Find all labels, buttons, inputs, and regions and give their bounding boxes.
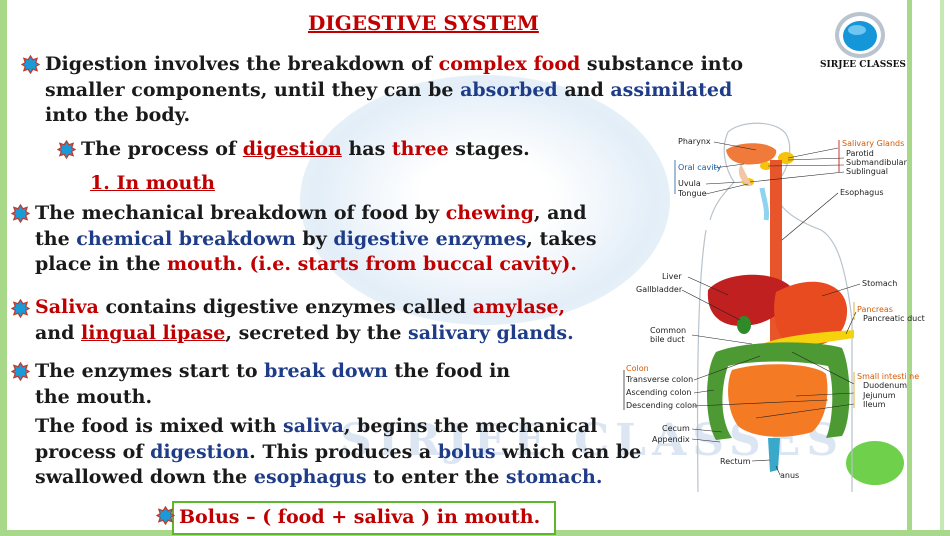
- label-liver: Liver: [662, 272, 682, 281]
- body-outline-left: [696, 229, 707, 492]
- sirjee-logo-icon: [835, 12, 885, 58]
- slide-border-left: [0, 0, 7, 536]
- label-colon: Colon: [626, 364, 649, 373]
- label-jejunum: Jejunum: [862, 391, 896, 400]
- label-ileum: Ileum: [863, 400, 886, 409]
- label-esophagus: Esophagus: [840, 188, 883, 197]
- rectum-organ: [768, 438, 780, 472]
- page-title: DIGESTIVE SYSTEM: [308, 11, 539, 35]
- bolus-definition-box: [172, 501, 556, 535]
- label-common-bile-duct: Common: [650, 326, 686, 335]
- label-pharynx: Pharynx: [678, 137, 711, 146]
- label-rectum: Rectum: [720, 457, 751, 466]
- label-pancreas: Pancreas: [857, 305, 893, 314]
- bullet-icon: [21, 55, 40, 74]
- label-cecum: Cecum: [662, 424, 690, 433]
- liver-organ: [707, 274, 792, 326]
- paragraph-three-stages: The process of digestion has three stage…: [81, 138, 530, 160]
- label-transverse-colon: Transverse colon: [625, 375, 693, 384]
- bolus-definition: Bolus – ( food + saliva ) in mouth.: [179, 506, 541, 528]
- label-stomach: Stomach: [862, 279, 897, 288]
- digestive-system-diagram: Pharynx Oral cavity Uvula Tongue Salivar…: [623, 122, 925, 492]
- tongue-shape: [738, 164, 752, 186]
- bullet-icon: [11, 299, 30, 318]
- gallbladder-organ: [737, 316, 751, 334]
- paragraph-enzymes-break-down: The enzymes start to break down the food…: [35, 360, 511, 408]
- label-parotid: Parotid: [846, 149, 874, 158]
- label-appendix: Appendix: [652, 435, 690, 444]
- colon-organ: [707, 342, 850, 440]
- decorative-green-circle: [846, 441, 904, 485]
- label-pancreatic-duct: Pancreatic duct: [863, 314, 925, 323]
- label-salivary-glands: Salivary Glands: [842, 139, 904, 148]
- label-anus: anus: [780, 471, 799, 480]
- face-outline: [709, 131, 735, 221]
- bullet-icon: [156, 506, 175, 525]
- stage-heading-mouth: 1. In mouth: [90, 172, 215, 194]
- paragraph-saliva-enzymes: Saliva contains digestive enzymes called…: [35, 296, 574, 344]
- paragraph-bolus-formation: The food is mixed with saliva, begins th…: [35, 415, 642, 488]
- slide-border-right-outer: [940, 0, 944, 536]
- label-tongue: Tongue: [677, 189, 707, 198]
- label-ascending-colon: Ascending colon: [626, 388, 692, 397]
- bullet-icon: [11, 204, 30, 223]
- label-common-bile-duct-2: bile duct: [650, 335, 685, 344]
- stomach-organ: [774, 281, 848, 347]
- small-intestine-organ: [728, 364, 828, 437]
- submandibular-gland: [760, 162, 772, 170]
- watermark-logo: [300, 75, 670, 325]
- label-submandibular: Submandibular: [846, 158, 908, 167]
- label-small-intestine: Small intesti ne: [857, 372, 919, 381]
- label-uvula: Uvula: [678, 179, 701, 188]
- logo-caption: SIRJEE CLASSES: [820, 60, 906, 70]
- bullet-icon: [11, 362, 30, 381]
- trachea-shape: [759, 187, 769, 221]
- paragraph-digestion-intro: Digestion involves the breakdown of comp…: [45, 53, 744, 126]
- label-descending-colon: Descending colon: [626, 401, 697, 410]
- paragraph-mechanical-breakdown: The mechanical breakdown of food by chew…: [35, 202, 597, 275]
- label-gallbladder: Gallbladder: [636, 285, 683, 294]
- slide-border-right: [907, 0, 912, 536]
- oral-cavity-shape: [726, 143, 777, 165]
- bullet-icon: [57, 140, 76, 159]
- label-duodenum: Duodenum: [863, 381, 907, 390]
- label-sublingual: Sublingual: [846, 167, 888, 176]
- label-oral-cavity: Oral cavity: [678, 163, 722, 172]
